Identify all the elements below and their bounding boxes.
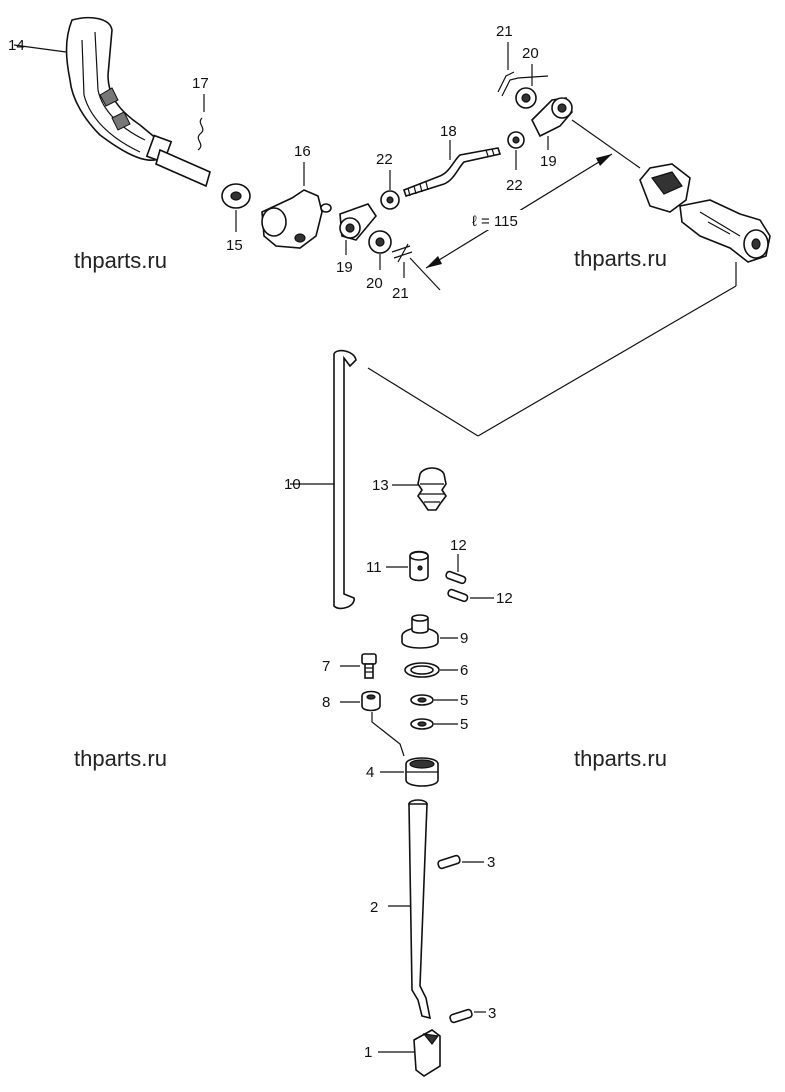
label-12a: 12 bbox=[450, 537, 467, 554]
label-5b: 5 bbox=[460, 716, 468, 733]
arrow-head-left bbox=[426, 256, 442, 268]
part-13-boot: 13 bbox=[372, 467, 447, 511]
label-21a: 21 bbox=[392, 285, 409, 302]
label-19b: 19 bbox=[540, 153, 557, 170]
assembly-connector-line bbox=[477, 285, 737, 437]
label-4: 4 bbox=[366, 764, 374, 781]
label-21b: 21 bbox=[496, 23, 513, 40]
label-8: 8 bbox=[322, 694, 330, 711]
pin-3a bbox=[437, 854, 461, 870]
label-10: 10 bbox=[284, 476, 301, 493]
part-21-cotter-pin-left: 21 bbox=[391, 243, 413, 302]
arrow-head-right bbox=[596, 154, 612, 166]
part-20-washer-left: 20 bbox=[366, 230, 392, 292]
part-6-o-ring: 6 bbox=[404, 662, 468, 679]
label-5a: 5 bbox=[460, 692, 468, 709]
watermark: thparts.ru bbox=[74, 248, 167, 273]
label-22b: 22 bbox=[506, 177, 523, 194]
pin-12a bbox=[445, 570, 467, 585]
part-19-rod-end-right: 19 bbox=[531, 97, 573, 170]
dimension-label: ℓ = 115 bbox=[472, 213, 518, 230]
leader-14 bbox=[13, 44, 67, 53]
part-18-shift-rod: 18 bbox=[403, 123, 502, 197]
label-20a: 20 bbox=[366, 275, 383, 292]
label-18: 18 bbox=[440, 123, 457, 140]
part-5-washers: 5 5 bbox=[410, 692, 468, 733]
part-10-rod: 10 bbox=[284, 349, 357, 610]
part-11-collar: 11 bbox=[366, 550, 429, 582]
pin-12b bbox=[447, 588, 469, 603]
label-12b: 12 bbox=[496, 590, 513, 607]
shift-linkage-assembly bbox=[367, 163, 771, 437]
part-2-shift-shaft: 2 bbox=[370, 799, 432, 1020]
assembly-connector-line-2 bbox=[367, 367, 479, 437]
label-9: 9 bbox=[460, 630, 468, 647]
dimension-length: ℓ = 115 bbox=[409, 119, 641, 291]
label-22a: 22 bbox=[376, 151, 393, 168]
part-20-washer-right: 20 bbox=[515, 45, 539, 109]
part-7-grease-nipple: 7 bbox=[322, 653, 377, 679]
label-17: 17 bbox=[192, 75, 209, 92]
watermark: thparts.ru bbox=[74, 746, 167, 771]
part-16-bracket: 16 bbox=[261, 143, 332, 249]
part-4-bushing: 4 bbox=[366, 757, 439, 787]
label-20b: 20 bbox=[522, 45, 539, 62]
label-6: 6 bbox=[460, 662, 468, 679]
label-19a: 19 bbox=[336, 259, 353, 276]
part-15-washer: 15 bbox=[221, 183, 251, 254]
adapter-connector-line bbox=[371, 712, 405, 757]
part-8-adapter: 8 bbox=[322, 690, 405, 757]
part-17-clip: 17 bbox=[192, 75, 209, 151]
label-15: 15 bbox=[226, 237, 243, 254]
part-22-nut-right: 22 bbox=[506, 131, 525, 194]
part-1-end-block: 1 bbox=[364, 1029, 441, 1077]
part-9-bushing: 9 bbox=[401, 614, 468, 649]
label-16: 16 bbox=[294, 143, 311, 160]
part-3-pins: 3 3 bbox=[437, 854, 496, 1024]
part-19-rod-end-left: 19 bbox=[336, 203, 377, 276]
label-13: 13 bbox=[372, 477, 389, 494]
part-14-shift-lever: 14 bbox=[8, 16, 211, 188]
label-14: 14 bbox=[8, 37, 25, 54]
label-2: 2 bbox=[370, 899, 378, 916]
pin-3b bbox=[449, 1008, 473, 1024]
label-7: 7 bbox=[322, 658, 330, 675]
label-3a: 3 bbox=[487, 854, 495, 871]
label-11: 11 bbox=[366, 559, 382, 576]
label-1: 1 bbox=[364, 1044, 372, 1061]
label-3b: 3 bbox=[488, 1005, 496, 1022]
part-12-pins: 12 12 bbox=[445, 537, 513, 607]
watermark: thparts.ru bbox=[574, 246, 667, 271]
part-22-nut-left: 22 bbox=[376, 151, 400, 210]
part-21-cotter-pin-right: 21 bbox=[496, 23, 549, 97]
watermark: thparts.ru bbox=[574, 746, 667, 771]
